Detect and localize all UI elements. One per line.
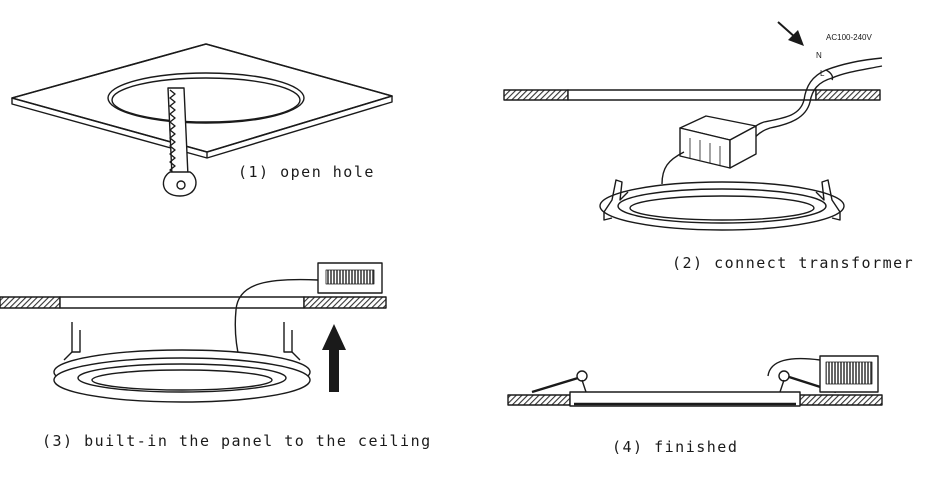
transformer-box [819, 355, 879, 393]
transformer-box [317, 262, 383, 294]
installed-panel [569, 391, 801, 407]
transformer-box [679, 115, 757, 169]
ceiling-section [0, 296, 387, 309]
step-4-caption: (4) finished [612, 438, 738, 456]
step-3-caption: (3) built-in the panel to the ceiling [42, 432, 432, 450]
step-2-connect-transformer [503, 21, 883, 231]
step-3-install-panel [0, 262, 387, 403]
arrow-pointer-icon [777, 21, 804, 46]
step-1-caption: (1) open hole [238, 163, 375, 181]
voltage-label: AC100-240V [826, 33, 872, 42]
panel-wire [661, 151, 685, 185]
spring-clip-left [531, 370, 588, 394]
led-panel-with-clips [53, 322, 311, 403]
step-4-finished [507, 355, 883, 407]
ceiling-section [503, 89, 881, 101]
step-2-caption: (2) connect transformer [672, 254, 914, 272]
cut-hole [107, 72, 305, 124]
neutral-label: N [816, 51, 822, 60]
panel-wire [234, 278, 319, 363]
led-panel-with-clips [599, 179, 845, 231]
saw-icon [162, 87, 197, 197]
ceiling-board [11, 43, 393, 159]
live-label: L [820, 69, 825, 78]
panel-wire [767, 357, 821, 377]
push-up-arrow-icon [322, 324, 346, 392]
step-1-open-hole [11, 43, 393, 197]
